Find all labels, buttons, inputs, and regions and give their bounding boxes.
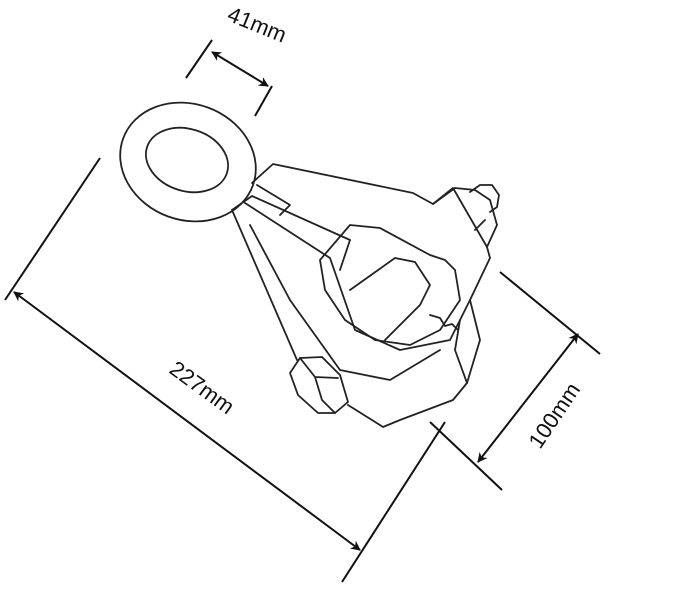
label-227mm: 227mm bbox=[165, 356, 239, 419]
label-100mm: 100mm bbox=[523, 378, 585, 453]
dimension-100mm bbox=[429, 271, 601, 491]
dimension-41mm bbox=[185, 39, 273, 117]
pull-ring bbox=[119, 101, 257, 223]
top-nut bbox=[432, 184, 500, 248]
dimension-227mm bbox=[4, 157, 446, 583]
clamp-body bbox=[231, 163, 491, 428]
label-41mm: 41mm bbox=[224, 1, 290, 47]
side-nut bbox=[289, 356, 349, 414]
